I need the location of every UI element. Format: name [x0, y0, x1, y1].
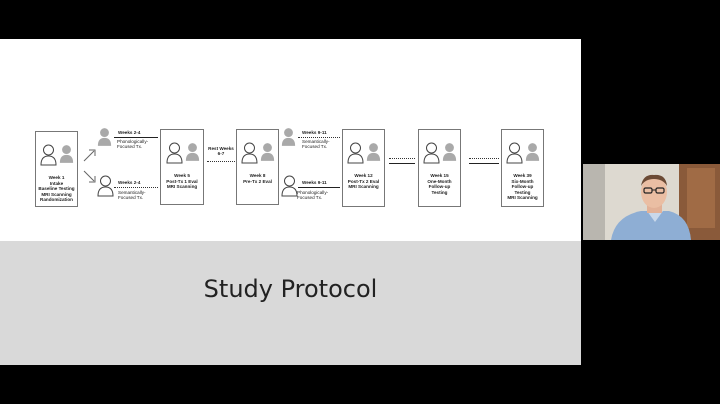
arm-weeks-label: Weeks 9-11 [302, 130, 327, 135]
person-outline-icon [166, 142, 183, 164]
box-week-15: Week 15 One-Month Follow-up Testing [418, 129, 461, 207]
participant-pair [343, 142, 384, 164]
person-filled-icon [185, 143, 200, 161]
arrow-icon [83, 170, 96, 183]
slide-title: Study Protocol [203, 275, 378, 303]
box-week-12: Week 12 Post-Tx 2 Eval MRI Scanning [342, 129, 385, 207]
person-filled-icon [59, 145, 74, 163]
arrow-icon [83, 149, 96, 162]
timeline-line [389, 158, 415, 159]
box-label: Week 5 Post-Tx 1 Eval MRI Scanning [166, 173, 198, 190]
arm-weeks-label: Weeks 9-11 [302, 180, 327, 185]
participant-pair [237, 142, 278, 164]
person-filled-icon [442, 143, 457, 161]
person-outline-icon [97, 175, 114, 197]
box-label: Week 12 Post-Tx 2 Eval MRI Scanning [347, 173, 380, 190]
box-label: Week 1 Intake Baseline Testing MRI Scann… [38, 175, 75, 203]
box-week-5: Week 5 Post-Tx 1 Eval MRI Scanning [160, 129, 204, 205]
timeline-line [298, 137, 340, 138]
presenter-video-image [583, 164, 720, 240]
participant-pair [161, 142, 203, 164]
person-outline-icon [347, 142, 364, 164]
title-band [0, 241, 581, 365]
timeline-line [469, 158, 499, 159]
timeline-line [114, 187, 158, 188]
rest-weeks-label: Rest Weeks 6-7 [208, 146, 234, 157]
arm-treatment-label: Semantically- Focused Tx. [302, 139, 330, 150]
person-outline-icon [40, 144, 57, 166]
person-filled-icon [97, 128, 112, 146]
presentation-slide: Week 1 Intake Baseline Testing MRI Scann… [0, 39, 581, 365]
timeline-line [207, 161, 235, 162]
webcam-video [583, 164, 720, 240]
participant-pair [502, 142, 543, 164]
box-label: Week 39 Six-Month Follow-up Testing MRI … [507, 173, 538, 201]
box-label: Week 15 One-Month Follow-up Testing [427, 173, 452, 195]
person-filled-icon [366, 143, 381, 161]
timeline-line [298, 187, 340, 188]
box-week-8: Week 8 Pre-Tx 2 Eval [236, 129, 279, 205]
box-label: Week 8 Pre-Tx 2 Eval [243, 173, 272, 184]
timeline-line [469, 163, 499, 164]
box-week-1: Week 1 Intake Baseline Testing MRI Scann… [35, 131, 78, 207]
person-outline-icon [506, 142, 523, 164]
person-outline-icon [281, 175, 298, 197]
person-filled-icon [281, 128, 296, 146]
box-week-39: Week 39 Six-Month Follow-up Testing MRI … [501, 129, 544, 207]
person-outline-icon [241, 142, 258, 164]
arm-weeks-label: Weeks 2-4 [118, 180, 141, 185]
arm-treatment-label: Semantically- Focused Tx. [118, 190, 146, 201]
participant-pair [36, 144, 77, 166]
person-filled-icon [525, 143, 540, 161]
person-filled-icon [260, 143, 275, 161]
arm-treatment-label: Phonologically- Focused Tx. [297, 190, 329, 201]
arm-treatment-label: Phonologically- Focused Tx. [117, 139, 149, 150]
timeline-line [389, 163, 415, 164]
person-outline-icon [423, 142, 440, 164]
timeline-line [114, 137, 158, 138]
participant-pair [419, 142, 460, 164]
arm-weeks-label: Weeks 2-4 [118, 130, 141, 135]
